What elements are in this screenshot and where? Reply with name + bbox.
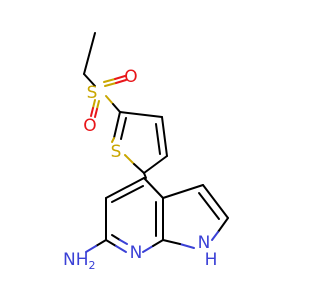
- bond-c4-c3-inner: [155, 123, 161, 155]
- bond-s-c5-a: [105, 95, 114, 105]
- bond-s-c5-b: [112, 103, 121, 113]
- bond-c2-n1-a: [217, 217, 229, 233]
- bond-s-o2-b: [90, 107, 94, 117]
- bond-c3-c2: [143, 155, 168, 174]
- pyrrole-nitrogen-label: N: [198, 233, 211, 253]
- bond-c6-n1-inner-b: [119, 239, 128, 245]
- bond-s1-c2-a: [124, 154, 135, 165]
- bond-ethyl-ch2-s: [83, 73, 96, 87]
- bond-s-o1-b: [114, 75, 126, 80]
- amine-subscript-label: 2: [89, 259, 96, 272]
- bond-c4-c5: [105, 177, 145, 199]
- bond-n1-c7a-a: [142, 245, 154, 253]
- bond-c6-n1-inner-a: [111, 234, 121, 241]
- bond-s1-c2-b: [133, 163, 145, 174]
- bond-c5-s1-a: [113, 111, 121, 139]
- bond-c5-s1-b: [111, 137, 115, 143]
- structure-canvas: S O O S N H N NH2: [63, 32, 229, 272]
- bond-c5-c4: [119, 111, 163, 118]
- bond-n1-c7a-b: [152, 239, 164, 247]
- bond-c3a-c4: [143, 177, 164, 199]
- amine-nh-label: NH2: [63, 250, 96, 272]
- amine-group-label: NH2: [63, 250, 96, 272]
- bond-c6-nh2-a: [95, 239, 107, 247]
- bond-c2-n1-b: [211, 231, 219, 241]
- molecule-diagram: S O O S N H N NH2: [63, 32, 229, 272]
- sulfonyl-sulfur-label: S: [87, 83, 98, 103]
- sulfonyl-oxygen-label-2: O: [83, 116, 96, 136]
- sulfonyl-oxygen-label-1: O: [124, 67, 137, 87]
- bond-c6-n1-a: [105, 239, 117, 247]
- bond-c6-n1-b: [115, 245, 127, 253]
- bond-c6-nh2-b: [85, 245, 97, 253]
- bond-c3-c2: [202, 184, 229, 219]
- bond-c4-c5-inner: [111, 185, 144, 203]
- pyrrole-h-label: H: [205, 250, 218, 270]
- bond-ethyl-ch3: [83, 32, 96, 75]
- bond-link-a: [143, 172, 147, 179]
- bond-c4-c3: [161, 116, 168, 157]
- bond-s-o2-a: [92, 99, 96, 109]
- thiophene-sulfur-label: S: [111, 142, 122, 162]
- bond-s-o1-d: [115, 79, 127, 84]
- bond-c3a-c3: [162, 184, 204, 199]
- bond-n1-c7a-b: [162, 239, 181, 245]
- bond-n1-c7a-a: [179, 243, 195, 249]
- bond-c3-c2-inner: [198, 192, 220, 220]
- pyridine-nitrogen-label: N: [130, 243, 143, 263]
- bond-s-o1-c: [104, 82, 117, 87]
- bond-c5-s1-inner: [120, 117, 127, 140]
- bond-s-o2-c: [96, 100, 100, 110]
- bond-s-o1-a: [103, 78, 116, 83]
- bond-s-o2-d: [94, 108, 98, 118]
